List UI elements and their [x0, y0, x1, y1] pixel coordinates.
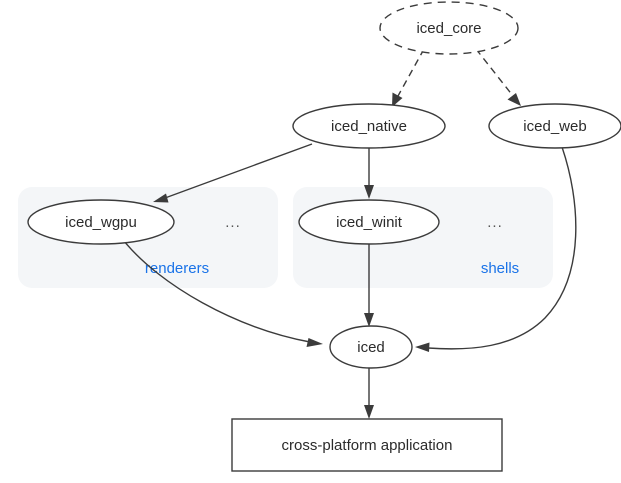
edge-iced-native-to-iced-winit	[364, 148, 374, 199]
edge-iced-native-to-iced-wgpu-arrowhead	[153, 193, 169, 203]
node-iced-shape[interactable]	[329, 325, 413, 369]
node-iced-native-shape[interactable]	[292, 103, 446, 149]
node-iced-web[interactable]: iced_web	[488, 103, 621, 149]
node-iced-core-label: iced_core	[416, 20, 481, 37]
node-cross-platform-application-label: cross-platform application	[282, 437, 453, 454]
cluster-shells-label: shells	[481, 260, 519, 277]
edge-iced-to-application	[364, 368, 374, 419]
edge-iced-native-to-iced-wgpu-line	[164, 143, 313, 199]
node-iced-web-label: iced_web	[523, 118, 586, 135]
edge-iced-winit-to-iced-arrowhead	[364, 313, 374, 327]
edge-iced-native-to-iced-wgpu	[153, 143, 313, 203]
edge-iced-core-to-iced-native-arrowhead	[392, 92, 403, 107]
node-iced-wgpu[interactable]: iced_wgpu	[27, 199, 175, 245]
edge-iced-core-to-iced-web	[475, 48, 521, 106]
node-iced-winit[interactable]: iced_winit	[298, 199, 440, 245]
node-cross-platform-application[interactable]: cross-platform application	[231, 418, 503, 472]
edge-iced-core-to-iced-native-line	[397, 48, 425, 97]
edge-iced-wgpu-to-iced-line	[123, 240, 311, 343]
edge-iced-native-to-iced-winit-arrowhead	[364, 185, 374, 199]
node-iced-native[interactable]: iced_native	[292, 103, 446, 149]
edge-iced-wgpu-to-iced-arrowhead	[306, 338, 323, 347]
node-iced-core-shape[interactable]	[379, 1, 519, 55]
cluster-shells-ellipsis: ...	[487, 214, 503, 231]
edge-iced-to-application-arrowhead	[364, 405, 374, 419]
cluster-renderers-label: renderers	[145, 260, 209, 277]
node-iced[interactable]: iced	[329, 325, 413, 369]
node-iced-native-label: iced_native	[331, 118, 407, 135]
edge-iced-core-to-iced-native	[392, 48, 425, 107]
edge-iced-core-to-iced-web-line	[475, 48, 514, 97]
cluster-renderers-ellipsis: ...	[225, 214, 241, 231]
node-iced-core[interactable]: iced_core	[379, 1, 519, 55]
node-iced-web-shape[interactable]	[488, 103, 621, 149]
edge-iced-web-to-iced	[415, 146, 577, 352]
node-iced-wgpu-label: iced_wgpu	[65, 214, 137, 231]
node-iced-winit-label: iced_winit	[336, 214, 403, 231]
node-iced-winit-shape[interactable]	[298, 199, 440, 245]
edge-iced-web-to-iced-line	[427, 146, 577, 350]
node-cross-platform-application-shape[interactable]	[231, 418, 503, 472]
edge-iced-core-to-iced-web-arrowhead	[507, 93, 521, 106]
node-iced-wgpu-shape[interactable]	[27, 199, 175, 245]
node-iced-label: iced	[357, 339, 385, 356]
edge-iced-winit-to-iced	[364, 244, 374, 327]
edge-iced-web-to-iced-arrowhead	[415, 342, 430, 352]
edge-iced-wgpu-to-iced	[123, 240, 323, 347]
